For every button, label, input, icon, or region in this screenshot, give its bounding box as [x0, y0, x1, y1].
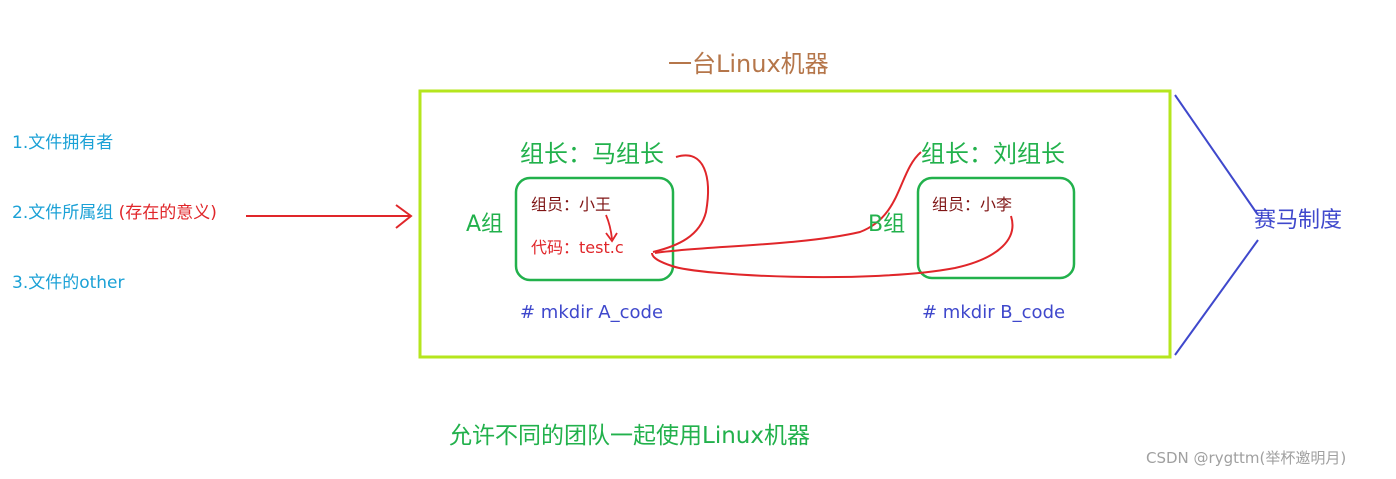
group-b-command: # mkdir B_code	[922, 302, 1066, 323]
group-b-box	[916, 176, 1076, 280]
group-a-box	[514, 176, 675, 282]
code-prefix: 代码：	[531, 238, 580, 257]
group-a-command: # mkdir A_code	[520, 302, 664, 323]
group-b-label: B组	[868, 212, 906, 237]
group-a-member: 组员：小王	[531, 195, 612, 214]
machine-box	[418, 89, 1172, 359]
group-a-label: A组	[466, 212, 504, 237]
arrow-to-machine	[246, 204, 413, 229]
bracket-lines	[1174, 94, 1259, 356]
group-b-member: 组员：小李	[932, 195, 1013, 214]
code-file: test.c	[579, 238, 624, 257]
member-b-curve	[651, 215, 1014, 279]
group-a-code: 代码：test.c	[531, 240, 624, 256]
left-item-other: 3.文件的other	[12, 273, 125, 293]
leader-b-curve	[654, 151, 922, 254]
side-label: 赛马制度	[1254, 208, 1343, 233]
group-a-leader: 组长：马组长	[520, 140, 664, 168]
member-to-code-arrow	[605, 214, 618, 243]
left-item-group: 2.文件所属组 (存在的意义)	[12, 205, 217, 222]
bottom-caption: 允许不同的团队一起使用Linux机器	[449, 423, 810, 449]
left-item-owner: 1.文件拥有者	[12, 133, 114, 153]
watermark: CSDN @rygttm(举杯邀明月)	[1146, 449, 1347, 467]
machine-title: 一台Linux机器	[668, 50, 829, 78]
group-b-leader: 组长：刘组长	[921, 140, 1065, 168]
left-item-group-note: (存在的意义)	[118, 203, 217, 223]
leader-a-curve	[652, 154, 709, 253]
left-item-group-text: 2.文件所属组	[12, 203, 114, 223]
